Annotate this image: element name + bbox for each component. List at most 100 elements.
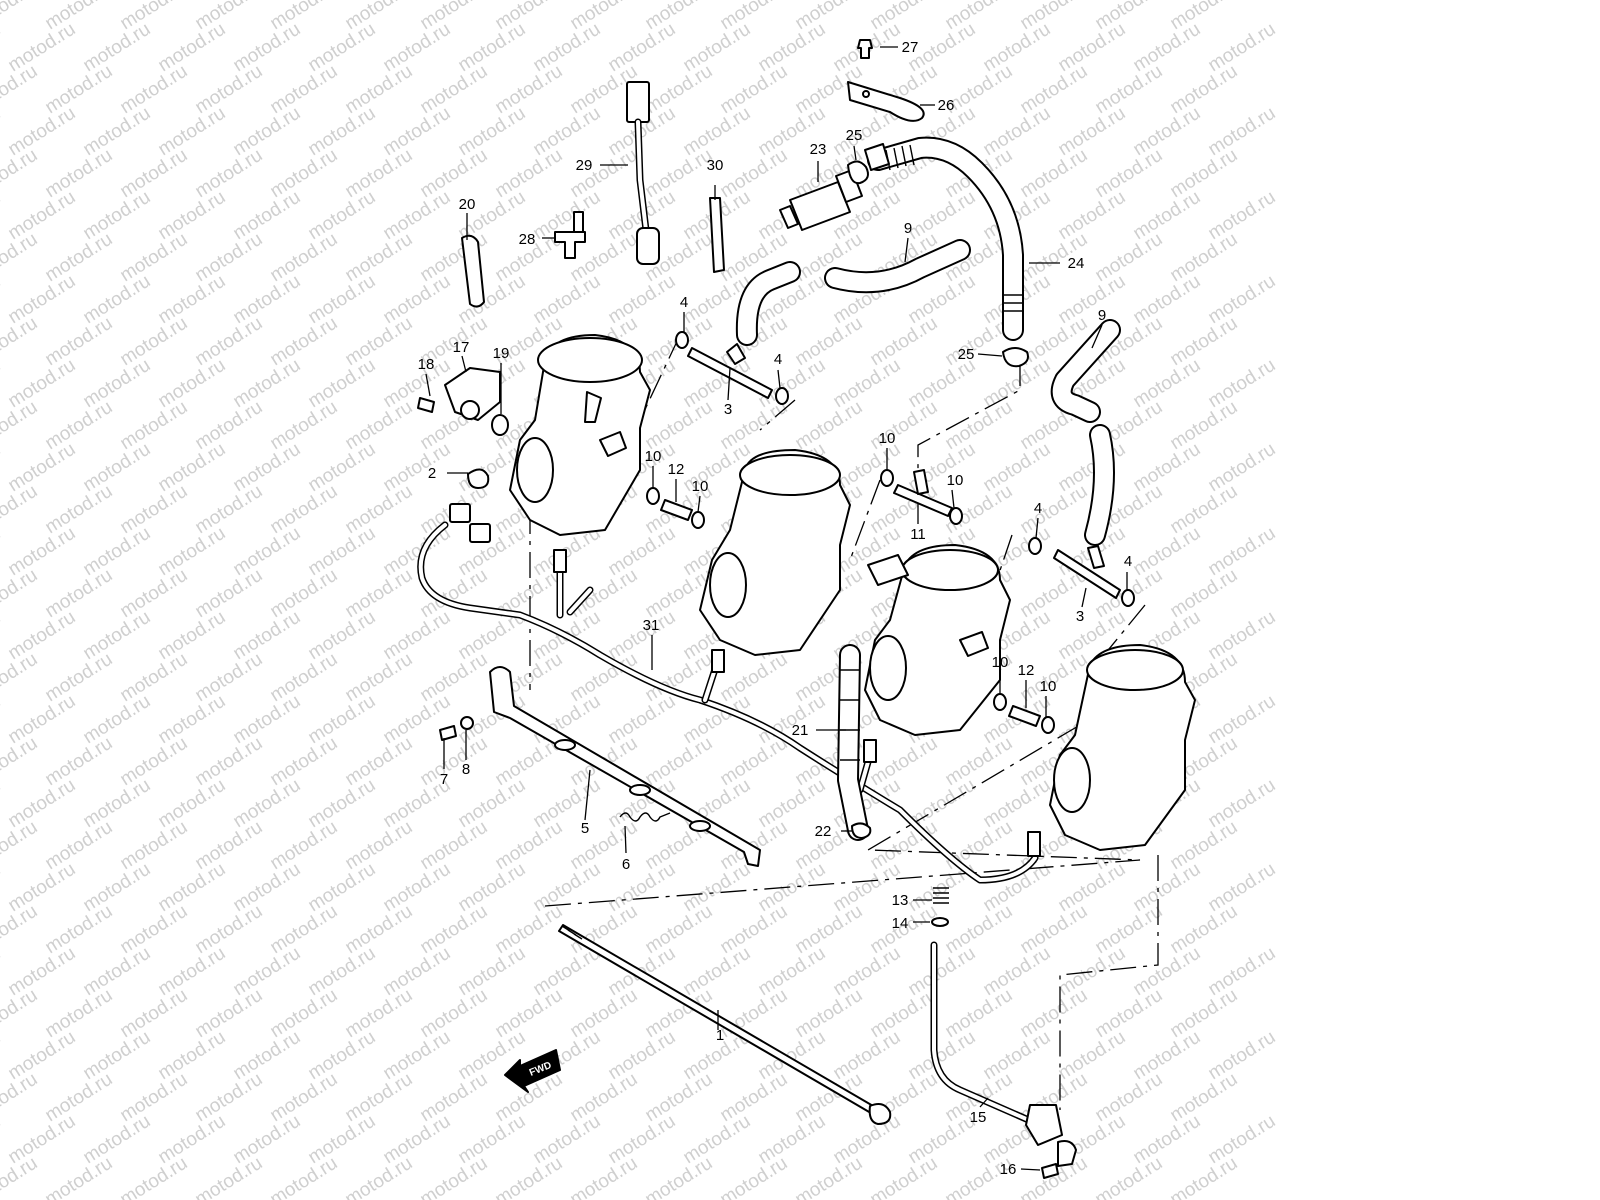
watermark-text: motod.ru bbox=[80, 1195, 155, 1200]
watermark-text: motod.ru bbox=[1055, 19, 1130, 77]
vent-hose-21 bbox=[837, 644, 869, 841]
watermark-text: motod.ru bbox=[305, 1195, 380, 1200]
callout-26: 26 bbox=[938, 97, 955, 114]
callout-7: 7 bbox=[440, 771, 448, 788]
watermark-text: motod.ru bbox=[42, 397, 117, 455]
watermark-text: motod.ru bbox=[755, 355, 830, 413]
watermark-text: motod.ru bbox=[1205, 439, 1280, 497]
watermark-text: motod.ru bbox=[305, 775, 380, 833]
watermark-text: motod.ru bbox=[717, 1069, 792, 1127]
watermark-text: motod.ru bbox=[642, 61, 717, 119]
cap-2 bbox=[467, 468, 490, 489]
watermark-text: motod.ru bbox=[642, 901, 717, 959]
watermark-text: motod.ru bbox=[5, 439, 80, 497]
watermark-text: motod.ru bbox=[417, 1153, 492, 1200]
watermark-text: motod.ru bbox=[192, 229, 267, 287]
watermark-text: motod.ru bbox=[192, 565, 267, 623]
watermark-text: motod.ru bbox=[1055, 187, 1130, 245]
watermark-text: motod.ru bbox=[567, 565, 642, 623]
watermark-text: motod.ru bbox=[342, 481, 417, 539]
watermark-text: motod.ru bbox=[680, 19, 755, 77]
harness-29 bbox=[626, 81, 660, 265]
callout-16: 16 bbox=[1000, 1161, 1017, 1178]
callout-10-a: 10 bbox=[645, 448, 662, 465]
watermark-text: motod.ru bbox=[980, 103, 1055, 161]
watermark-text: motod.ru bbox=[230, 187, 305, 245]
watermark-text: motod.ru bbox=[117, 145, 192, 203]
watermark-text: motod.ru bbox=[230, 1195, 305, 1200]
watermark-text: motod.ru bbox=[0, 775, 4, 833]
watermark-text: motod.ru bbox=[0, 271, 4, 329]
watermark-text: motod.ru bbox=[642, 1153, 717, 1200]
watermark-text: motod.ru bbox=[0, 691, 4, 749]
watermark-text: motod.ru bbox=[605, 607, 680, 665]
watermark-text: motod.ru bbox=[905, 187, 980, 245]
callout-3-right: 3 bbox=[1076, 608, 1084, 625]
watermark-text: motod.ru bbox=[1167, 481, 1242, 539]
watermark-text: motod.ru bbox=[905, 439, 980, 497]
watermark-text: motod.ru bbox=[942, 985, 1017, 1043]
carburetor-1 bbox=[509, 334, 651, 536]
watermark-text: motod.ru bbox=[642, 733, 717, 791]
watermark-text: motod.ru bbox=[305, 19, 380, 77]
watermark-text: motod.ru bbox=[642, 397, 717, 455]
watermark-text: motod.ru bbox=[530, 775, 605, 833]
watermark-text: motod.ru bbox=[1167, 1153, 1242, 1200]
watermark-text: motod.ru bbox=[0, 397, 41, 455]
carburetor-3 bbox=[864, 544, 1011, 736]
watermark-text: motod.ru bbox=[0, 439, 4, 497]
watermark-text: motod.ru bbox=[155, 1195, 230, 1200]
watermark-text: motod.ru bbox=[230, 1111, 305, 1169]
watermark-text: motod.ru bbox=[230, 439, 305, 497]
watermark-text: motod.ru bbox=[5, 1195, 80, 1200]
callout-10-b: 10 bbox=[692, 478, 709, 495]
watermark-text: motod.ru bbox=[117, 901, 192, 959]
watermark-text: motod.ru bbox=[1055, 271, 1130, 329]
watermark-text: motod.ru bbox=[305, 943, 380, 1001]
watermark-text: motod.ru bbox=[192, 733, 267, 791]
watermark-text: motod.ru bbox=[1167, 145, 1242, 203]
watermark-text: motod.ru bbox=[342, 313, 417, 371]
watermark-text: motod.ru bbox=[80, 523, 155, 581]
watermark-text: motod.ru bbox=[1167, 817, 1242, 875]
watermark-text: motod.ru bbox=[1092, 985, 1167, 1043]
watermark-text: motod.ru bbox=[342, 565, 417, 623]
watermark-text: motod.ru bbox=[530, 19, 605, 77]
watermark-text: motod.ru bbox=[792, 901, 867, 959]
watermark-text: motod.ru bbox=[417, 145, 492, 203]
watermark-text: motod.ru bbox=[1017, 145, 1092, 203]
watermark-text: motod.ru bbox=[1205, 523, 1280, 581]
watermark-text: motod.ru bbox=[905, 1111, 980, 1169]
watermark-text: motod.ru bbox=[867, 1153, 942, 1200]
watermark-text: motod.ru bbox=[380, 19, 455, 77]
callout-13: 13 bbox=[892, 892, 909, 909]
watermark-text: motod.ru bbox=[0, 649, 41, 707]
callout-9-a: 9 bbox=[904, 220, 912, 237]
watermark-text: motod.ru bbox=[267, 649, 342, 707]
watermark-text: motod.ru bbox=[267, 481, 342, 539]
watermark-text: motod.ru bbox=[1205, 607, 1280, 665]
watermark-text: motod.ru bbox=[380, 1111, 455, 1169]
watermark-text: motod.ru bbox=[1167, 1069, 1242, 1127]
watermark-text: motod.ru bbox=[155, 1027, 230, 1085]
clip-22 bbox=[851, 822, 872, 839]
watermark-text: motod.ru bbox=[80, 103, 155, 161]
watermark-text: motod.ru bbox=[0, 607, 4, 665]
watermark-text: motod.ru bbox=[380, 943, 455, 1001]
watermark-text: motod.ru bbox=[305, 691, 380, 749]
watermark-text: motod.ru bbox=[267, 817, 342, 875]
callout-4-a: 4 bbox=[680, 294, 688, 311]
watermark-text: motod.ru bbox=[680, 1111, 755, 1169]
watermark-text: motod.ru bbox=[0, 61, 41, 119]
hose-9-right bbox=[1050, 319, 1121, 546]
watermark-text: motod.ru bbox=[117, 649, 192, 707]
watermark-text: motod.ru bbox=[5, 607, 80, 665]
screw-7 bbox=[439, 725, 457, 741]
watermark-text: motod.ru bbox=[1017, 1153, 1092, 1200]
watermark-text: motod.ru bbox=[0, 817, 41, 875]
watermark-text: motod.ru bbox=[117, 229, 192, 287]
watermark-text: motod.ru bbox=[980, 1195, 1055, 1200]
watermark-text: motod.ru bbox=[117, 397, 192, 455]
o-rings bbox=[646, 331, 1135, 734]
watermark-text: motod.ru bbox=[42, 229, 117, 287]
